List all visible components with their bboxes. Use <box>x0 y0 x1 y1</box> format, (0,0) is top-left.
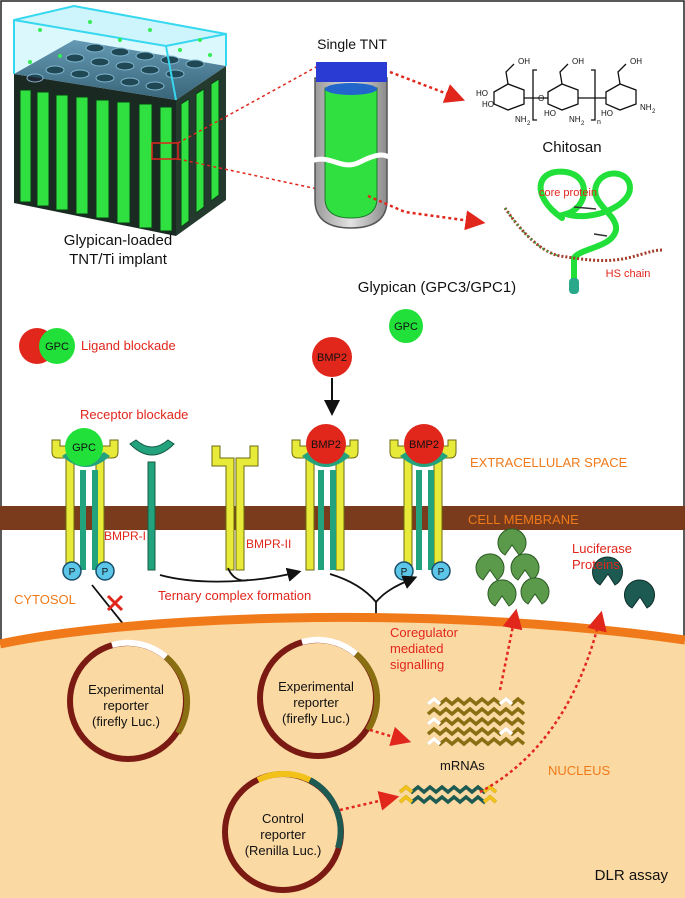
ctrl-label-line3: (Renilla Luc.) <box>245 843 322 858</box>
implant-caption-line1: Glypican-loaded <box>64 232 172 249</box>
bmp2-bound-label-1: BMP2 <box>311 439 341 451</box>
chitosan-nh2-1-sub: 2 <box>527 121 531 127</box>
firefly-mrnas <box>426 696 526 747</box>
receptor-bmpr1 <box>129 439 175 571</box>
coreg-label-line3: signalling <box>390 657 444 672</box>
chitosan-nh2-3: NH <box>640 103 652 112</box>
exp2-label-line1: Experimental <box>278 679 354 694</box>
gpc-free-ball <box>389 309 423 343</box>
chitosan-nh2-2-sub: 2 <box>581 121 585 127</box>
chitosan-nh2-1: NH <box>515 115 527 124</box>
chitosan-ho-3: HO <box>544 109 556 118</box>
bmp2-bound-ball-1 <box>306 424 346 464</box>
chitosan-structure <box>493 63 637 121</box>
exp2-label-line2: reporter <box>293 695 339 710</box>
receptor-bmpr2 <box>211 445 259 571</box>
nucleus-region <box>0 617 685 898</box>
block-x-icon <box>106 594 124 612</box>
ligand-blockade-label: Ligand blockade <box>81 338 176 353</box>
nucleus-label: NUCLEUS <box>548 763 610 778</box>
exp1-label-line3: (firefly Luc.) <box>92 714 160 729</box>
cytosol-label: CYTOSOL <box>14 592 76 607</box>
renilla-mrnas <box>398 784 498 805</box>
ternary-arrow-branch <box>227 567 249 582</box>
signal-to-phospho-arrow <box>375 575 418 603</box>
tnt-implant-block <box>13 4 227 236</box>
chitosan-ho-4: HO <box>601 109 613 118</box>
bmp2-bound-ball-2 <box>404 424 444 464</box>
luciferase-label-line1: Luciferase <box>572 541 632 556</box>
zoom-selection-box <box>151 142 179 160</box>
ternary-arrow <box>159 567 302 583</box>
phospho-label-3: P <box>401 567 408 578</box>
dlr-assay-label: DLR assay <box>595 867 669 884</box>
chitosan-n-repeat: n <box>597 119 601 126</box>
firefly-luciferase-proteins <box>475 528 550 607</box>
zoom-line-top <box>177 65 319 144</box>
hs-chain-label: HS chain <box>606 268 651 280</box>
mrna-to-renilla-arrow <box>479 610 607 794</box>
extracellular-label: EXTRACELLULAR SPACE <box>470 455 628 470</box>
coreg-label-line1: Coregulator <box>390 625 459 640</box>
chitosan-oh-1: OH <box>518 57 530 66</box>
chitosan-ho-1: HO <box>476 89 488 98</box>
single-tnt-title: Single TNT <box>317 36 387 52</box>
arrow-to-chitosan <box>389 70 466 103</box>
core-protein-label: core protein <box>539 187 597 199</box>
implant-caption-line2: TNT/Ti implant <box>69 251 168 268</box>
arrow-to-glypican <box>367 194 486 231</box>
bmp2-bound-label-2: BMP2 <box>409 439 439 451</box>
plasmid-control <box>222 770 344 893</box>
ctrl-label-line2: reporter <box>260 827 306 842</box>
chitosan-oh-3: OH <box>630 57 642 66</box>
bmpr1-label: BMPR-I <box>104 529 146 543</box>
cell-membrane-label: CELL MEMBRANE <box>468 512 579 527</box>
ctrl-label-line1: Control <box>262 811 304 826</box>
single-tnt-tube <box>307 62 396 229</box>
bmp2-free-label: BMP2 <box>317 352 347 364</box>
phospho-label-1: P <box>69 567 76 578</box>
chitosan-nh2-2: NH <box>569 115 581 124</box>
renilla-luciferase-proteins <box>592 556 655 609</box>
ligand-gpc-label: GPC <box>45 341 69 353</box>
coreg-label-line2: mediated <box>390 641 443 656</box>
bmp2-free-ball <box>312 337 352 377</box>
gpc-free-label: GPC <box>394 321 418 333</box>
mrna-to-firefly-arrow <box>498 608 523 691</box>
ligand-green-ball <box>39 328 75 364</box>
chitosan-nh2-3-sub: 2 <box>652 109 656 115</box>
ctrl-to-mrna-arrow <box>339 791 400 812</box>
chitosan-o-link: O <box>538 94 544 103</box>
chitosan-label: Chitosan <box>542 139 601 156</box>
exp1-label-line1: Experimental <box>88 682 164 697</box>
plasmid-experimental-2 <box>257 636 381 759</box>
ternary-label: Ternary complex formation <box>158 588 311 603</box>
chitosan-ho-2: HO <box>482 100 494 109</box>
gpc-receptor-ball <box>65 428 103 466</box>
phospho-groups <box>62 561 451 581</box>
luciferase-label-line2: Proteins <box>572 557 620 572</box>
chitosan-oh-2: OH <box>572 57 584 66</box>
gpc-receptor-label: GPC <box>72 442 96 454</box>
zoom-line-bottom <box>177 158 323 191</box>
receptor-blockade-label: Receptor blockade <box>80 407 188 422</box>
signal-curve <box>329 573 377 603</box>
glypican-molecule <box>503 168 663 294</box>
exp2-label-line3: (firefly Luc.) <box>282 711 350 726</box>
glypican-label: Glypican (GPC3/GPC1) <box>358 279 516 296</box>
exp1-label-line2: reporter <box>103 698 149 713</box>
plasmid-experimental-1 <box>67 639 191 762</box>
mrnas-label: mRNAs <box>440 758 485 773</box>
bmpr2-label: BMPR-II <box>246 537 291 551</box>
nuclear-envelope <box>0 612 685 649</box>
phospho-label-2: P <box>102 567 109 578</box>
phospho-label-4: P <box>438 567 445 578</box>
